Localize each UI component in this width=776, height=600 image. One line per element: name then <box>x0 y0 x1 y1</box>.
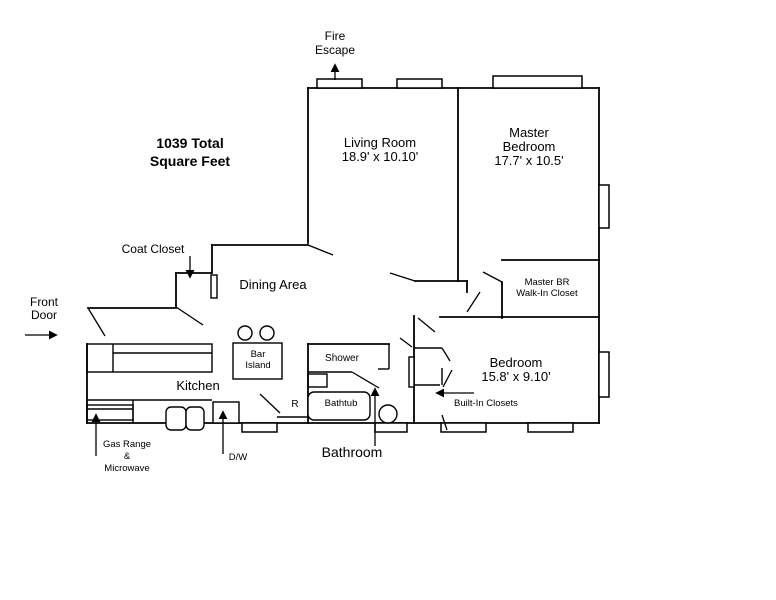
master-bedroom-label: Bedroom <box>503 139 556 154</box>
front-door-label: Front <box>30 295 59 309</box>
master-br-walk-in-closet-label: Master BR <box>525 277 570 288</box>
window <box>241 422 278 433</box>
gas-range-microwave-label: & <box>124 451 131 462</box>
door-swing <box>307 244 334 256</box>
labels: Fire Escape 1039 Total Square Feet Livin… <box>30 29 578 474</box>
bathroom-sink <box>307 373 328 388</box>
toilet <box>378 404 398 424</box>
fire-escape-label: Fire <box>325 29 346 43</box>
gas-range-microwave-label: Gas Range <box>103 439 151 450</box>
door-swing <box>482 271 503 283</box>
window <box>396 78 443 89</box>
coat-closet-label: Coat Closet <box>122 242 185 256</box>
bathroom-label: Bathroom <box>322 444 383 460</box>
total-square-feet: Square Feet <box>150 153 230 169</box>
bar-island <box>232 342 283 380</box>
window <box>492 75 583 89</box>
gas-range <box>86 404 134 421</box>
bar-stool <box>237 325 253 341</box>
master-bedroom-label: Master <box>509 125 549 140</box>
bathtub <box>307 391 371 421</box>
total-square-feet: 1039 Total <box>156 135 223 151</box>
front-door-label: Door <box>31 308 57 322</box>
master-br-walk-in-closet-label: Walk-In Closet <box>516 288 578 299</box>
dining-fixtures <box>232 325 283 380</box>
master-bedroom-dimensions: 17.7' x 10.5' <box>494 153 563 168</box>
coat-closet-door <box>210 274 218 299</box>
door-swing <box>259 393 281 414</box>
door-swing <box>87 307 106 337</box>
bedroom-label: Bedroom <box>490 355 543 370</box>
dishwasher-box <box>212 401 240 424</box>
door-swing <box>389 272 416 282</box>
door-swings <box>87 244 503 431</box>
bar-island-label: Bar <box>251 349 266 360</box>
callout-arrows <box>25 63 474 456</box>
kitchen-label: Kitchen <box>176 378 219 393</box>
fire-escape-label: Escape <box>315 43 355 57</box>
windows <box>241 75 610 433</box>
bathtub-label: Bathtub <box>325 398 358 409</box>
built-in-closet-door <box>408 356 415 388</box>
window <box>316 78 363 89</box>
door-swing <box>351 371 380 389</box>
closets <box>210 274 443 388</box>
living-room-label: Living Room <box>344 135 416 150</box>
kitchen-sink <box>165 406 187 431</box>
dishwasher-label: D/W <box>229 452 248 463</box>
dining-area-label: Dining Area <box>239 277 307 292</box>
bar-island-label: Island <box>245 360 270 371</box>
door-swing <box>441 347 451 362</box>
door-swing <box>466 291 481 313</box>
window <box>527 422 574 433</box>
living-room-dimensions: 18.9' x 10.10' <box>342 149 419 164</box>
kitchen-sink <box>185 406 205 431</box>
built-in-closets-label: Built-In Closets <box>454 398 518 409</box>
door-swing <box>399 337 413 348</box>
door-swing <box>175 306 204 326</box>
bathroom-fixtures <box>307 344 398 424</box>
window <box>440 422 487 433</box>
shower-label: Shower <box>325 353 360 364</box>
bar-stool <box>259 325 275 341</box>
window <box>598 184 610 229</box>
bedroom-dimensions: 15.8' x 9.10' <box>481 369 550 384</box>
door-swing <box>441 414 448 431</box>
door-swing <box>417 317 436 333</box>
window <box>598 351 610 398</box>
door-swing <box>442 369 453 388</box>
window <box>374 422 408 433</box>
gas-range-microwave-label: Microwave <box>104 463 149 474</box>
kitchen-counter <box>86 343 213 373</box>
refrigerator-label: R <box>291 399 298 410</box>
